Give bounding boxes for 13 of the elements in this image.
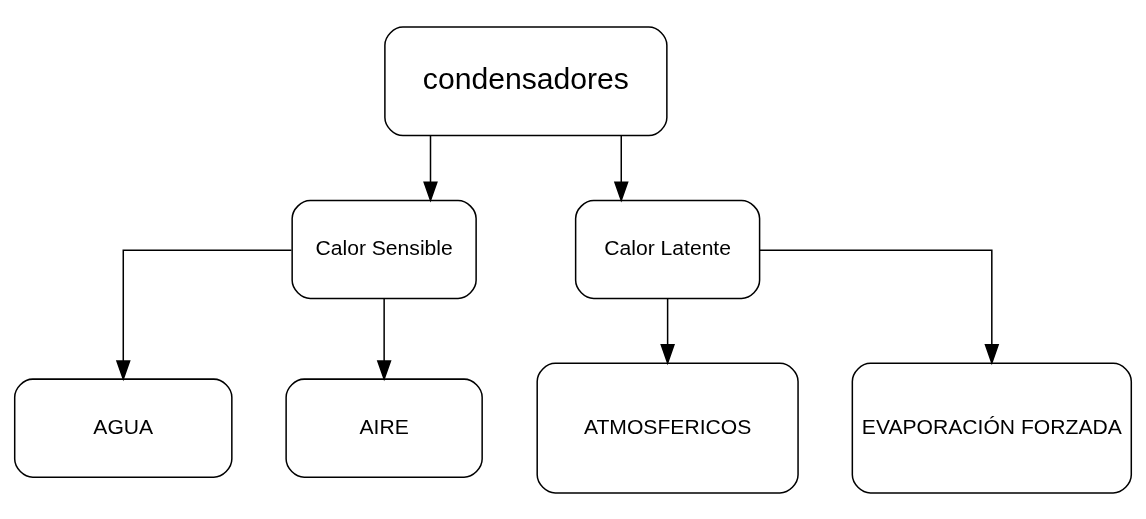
arrow bbox=[376, 297, 392, 381]
arrow bbox=[423, 134, 438, 203]
arrow bbox=[115, 248, 293, 381]
node-box: EVAPORACIÓN FORZADA bbox=[851, 362, 1133, 494]
node-box: AIRE bbox=[285, 377, 483, 478]
node-box: condensadores bbox=[384, 25, 668, 136]
node-box: ATMOSFERICOS bbox=[536, 362, 799, 494]
arrow bbox=[613, 134, 629, 203]
node-box: AGUA bbox=[13, 377, 233, 478]
arrow bbox=[660, 297, 675, 365]
node-box: Calor Sensible bbox=[291, 199, 477, 299]
arrow bbox=[758, 248, 1000, 365]
node-box: Calor Latente bbox=[574, 199, 761, 299]
